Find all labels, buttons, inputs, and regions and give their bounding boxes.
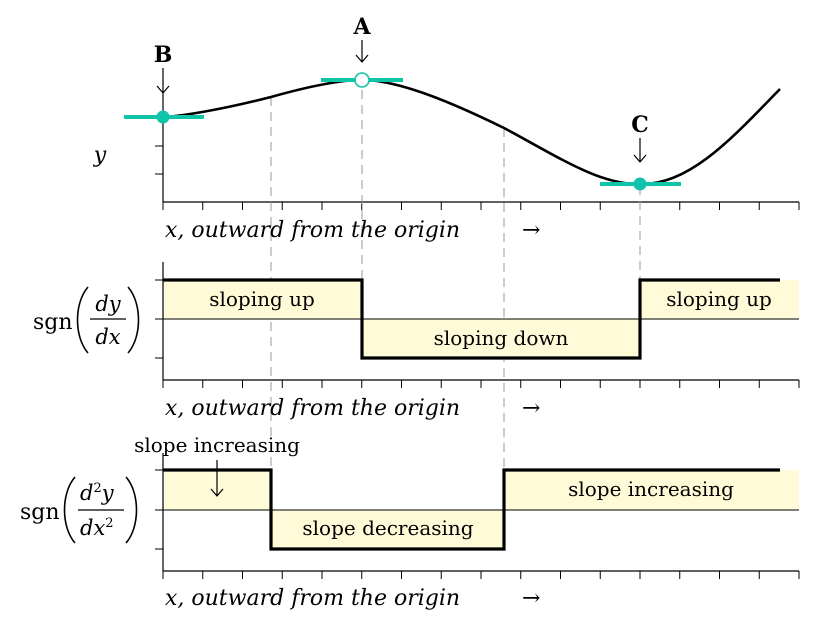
band-sloping-up-left	[163, 280, 362, 319]
right-paren-icon	[127, 286, 140, 354]
second-derivative-sign-step	[163, 468, 780, 551]
band-slope-increasing-right	[504, 470, 799, 510]
d2y-exponent: 2	[93, 481, 101, 496]
band-slope-decreasing	[271, 510, 504, 549]
slope-decreasing-label: slope decreasing	[302, 516, 473, 540]
second-derivative-panel: slope increasing slope decreasing slope …	[20, 433, 800, 611]
x-axis-label-3: x, outward from the origin	[165, 586, 460, 611]
band-sloping-down	[362, 319, 640, 358]
x-axis-label-2: x, outward from the origin	[165, 396, 460, 421]
point-a-label: A	[352, 14, 371, 40]
first-derivative-panel: sloping up sloping down sloping up sgn d…	[33, 262, 800, 421]
sloping-up-right-label: sloping up	[666, 287, 772, 311]
x-axis-arrow-2: →	[522, 396, 540, 421]
first-derivative-ticks	[155, 279, 800, 388]
d2y-d: d	[80, 481, 93, 505]
slope-increasing-left-label: slope increasing	[134, 433, 300, 457]
point-a-arrow-icon	[355, 40, 369, 63]
point-b-marker	[156, 110, 170, 124]
sgn-dy-dx-label: sgn dy dx	[33, 286, 140, 354]
sloping-down-label: sloping down	[434, 326, 569, 350]
sloping-up-left-label: sloping up	[209, 287, 315, 311]
dy-numerator: dy	[95, 292, 121, 316]
point-c-marker	[633, 177, 647, 191]
sgn-label-1: sgn	[33, 310, 73, 335]
left-paren-icon	[63, 476, 76, 544]
left-paren-icon	[76, 286, 89, 354]
dx2-denominator: dx2	[80, 516, 114, 540]
dx2-dx: dx	[80, 516, 105, 540]
y-axis-label: y	[93, 143, 107, 168]
sgn-label-2: sgn	[20, 500, 60, 525]
sgn-d2y-dx2-label: sgn d2y dx2	[20, 476, 138, 544]
function-curve	[162, 78, 781, 186]
x-axis-arrow-3: →	[522, 586, 540, 611]
point-c-label: C	[631, 112, 649, 138]
right-paren-icon	[125, 476, 138, 544]
slope-increasing-right-label: slope increasing	[568, 477, 734, 501]
x-axis-label-1: x, outward from the origin	[165, 218, 460, 243]
first-derivative-sign-step	[163, 278, 780, 360]
slope-increasing-arrow-icon	[210, 460, 224, 497]
point-c-arrow-icon	[633, 138, 647, 163]
second-derivative-ticks	[155, 469, 800, 579]
d2y-numerator: d2y	[80, 481, 115, 505]
curve-panel-ticks	[155, 117, 800, 210]
point-b-arrow-icon	[156, 68, 170, 94]
curve-panel: y A B C x, outw	[93, 14, 800, 470]
x-axis-arrow-1: →	[522, 218, 540, 243]
band-sloping-up-right	[640, 280, 799, 319]
d2y-y: y	[101, 481, 115, 505]
dx2-exponent: 2	[105, 516, 113, 531]
point-a-marker	[354, 72, 370, 88]
dx-denominator: dx	[95, 325, 120, 349]
point-b-label: B	[154, 42, 173, 68]
